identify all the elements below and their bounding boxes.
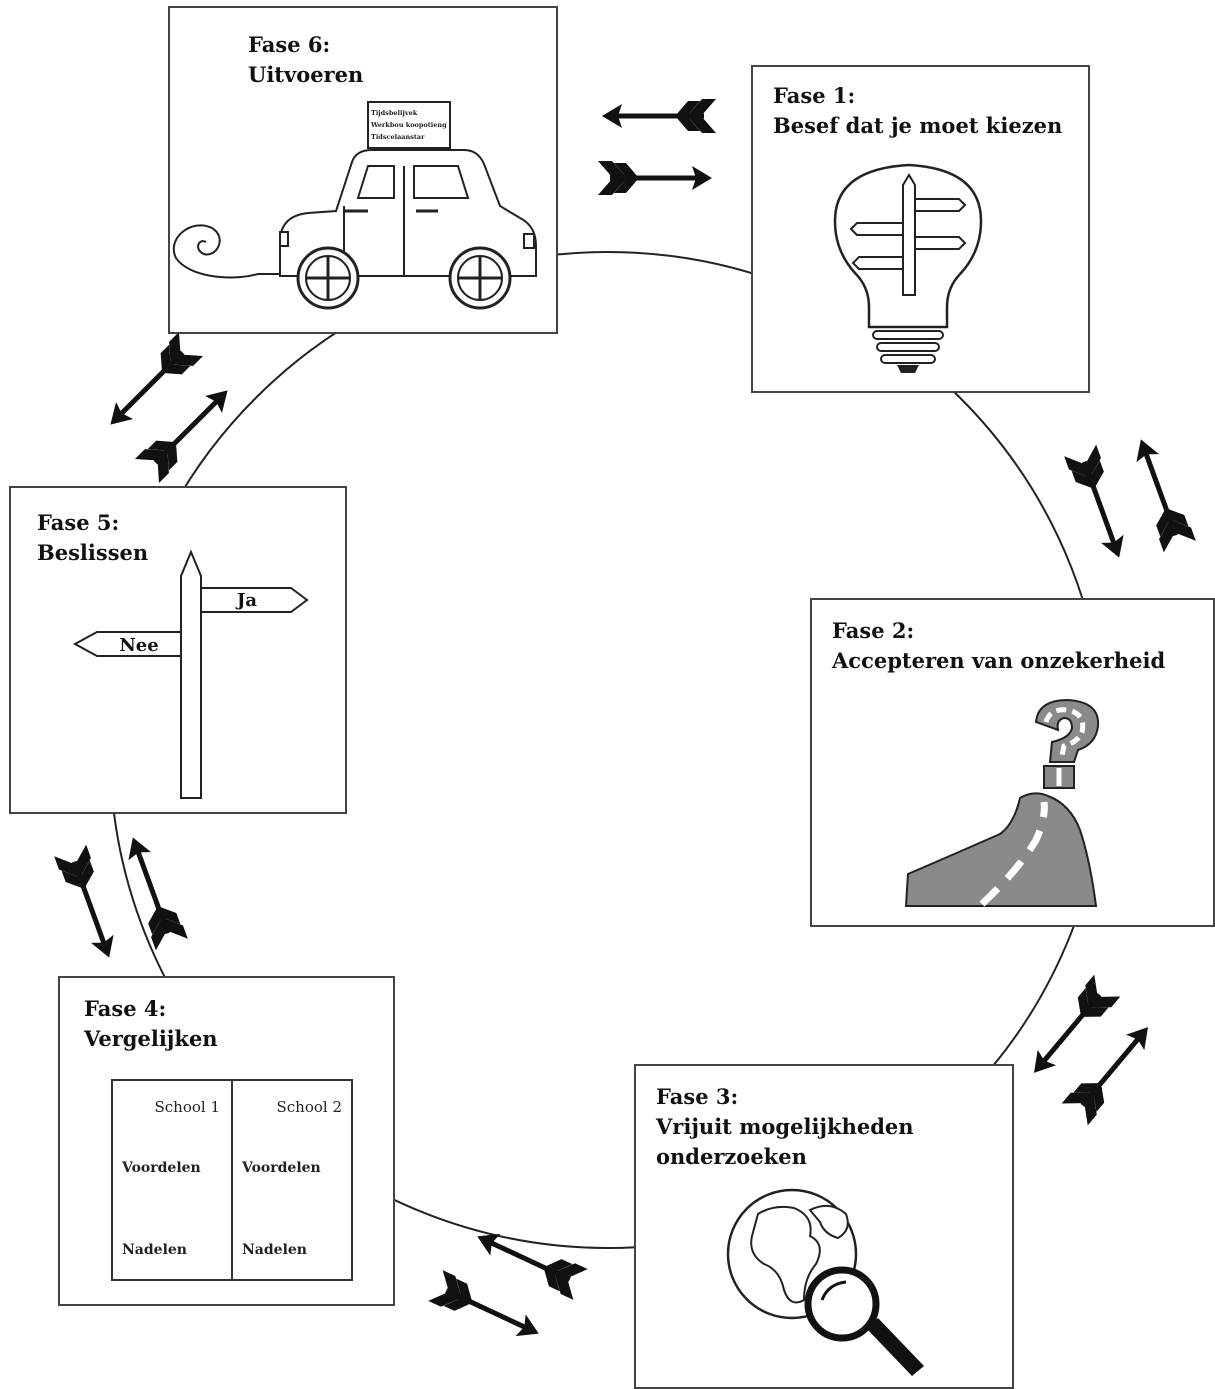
phase-5-box: Fase 5: Beslissen Ja Nee (9, 486, 347, 814)
phase-3-title-line2: onderzoeken (656, 1144, 807, 1169)
comparison-table: School 1 School 2 Voordelen Voordelen Na… (111, 1079, 353, 1281)
phase-2-box: Fase 2: Accepteren van onzekerheid (810, 598, 1215, 927)
arrow-icon (54, 845, 125, 964)
phase-4-number: Fase 4: (84, 996, 167, 1021)
road-question-icon (904, 698, 1100, 907)
arrows-2-3 (1021, 975, 1161, 1126)
arrows-5-6 (98, 332, 239, 483)
arrows-6-1 (598, 99, 716, 195)
school-2-header: School 2 (276, 1098, 342, 1116)
phase-6-box: Fase 6: Uitvoeren Tijdsbelijvek Werkbou … (168, 6, 558, 334)
arrow-icon (135, 378, 240, 483)
signpost-no-label: Nee (119, 635, 158, 656)
arrow-icon (117, 832, 188, 951)
school-2-cons: Nadelen (242, 1242, 307, 1258)
phase-3-box: Fase 3: Vrijuit mogelijkheden onderzoeke… (634, 1064, 1014, 1389)
arrow-icon (598, 161, 712, 195)
arrow-icon (1021, 975, 1120, 1084)
signpost-icon: Ja Nee (72, 549, 309, 799)
lightbulb-signpost-icon (833, 163, 983, 373)
phase-1-number: Fase 1: (773, 83, 856, 108)
phase-2-title: Accepteren van onzekerheid (832, 648, 1166, 673)
arrow-icon (1125, 434, 1196, 553)
arrows-3-4 (428, 1221, 588, 1349)
phase-6-title: Uitvoeren (248, 62, 364, 87)
phase-1-title: Besef dat je moet kiezen (773, 113, 1063, 138)
phase-5-number: Fase 5: (37, 510, 120, 535)
phase-1-box: Fase 1: Besef dat je moet kiezen (751, 65, 1090, 393)
arrow-icon (98, 332, 203, 437)
car-sign-line-2: Werkbou koopotieng (370, 121, 447, 129)
signpost-yes-label: Ja (235, 590, 258, 611)
car-sign-line-3: Tidscelaanstar (371, 133, 425, 141)
school-2-pros: Voordelen (241, 1160, 321, 1176)
car-icon: Tijdsbelijvek Werkbou koopotieng Tidscel… (172, 101, 537, 310)
phase-6-number: Fase 6: (248, 32, 331, 57)
phase-3-title: Vrijuit mogelijkheden (656, 1114, 914, 1139)
phase-4-box: Fase 4: Vergelijken School 1 School 2 Vo… (58, 976, 395, 1306)
school-1-pros: Voordelen (121, 1160, 201, 1176)
car-sign-line-1: Tijdsbelijvek (371, 109, 418, 117)
phase-5-title: Beslissen (37, 540, 149, 565)
arrow-icon (1062, 1016, 1161, 1125)
arrow-icon (602, 99, 716, 133)
phase-2-number: Fase 2: (832, 618, 915, 643)
school-1-cons: Nadelen (122, 1242, 187, 1258)
globe-magnifier-icon (726, 1188, 924, 1376)
phase-4-title: Vergelijken (84, 1026, 218, 1051)
phase-3-number: Fase 3: (656, 1084, 739, 1109)
arrow-icon (428, 1270, 546, 1349)
arrows-1-2 (1064, 434, 1196, 564)
school-1-header: School 1 (154, 1098, 220, 1116)
arrow-icon (1064, 445, 1135, 564)
